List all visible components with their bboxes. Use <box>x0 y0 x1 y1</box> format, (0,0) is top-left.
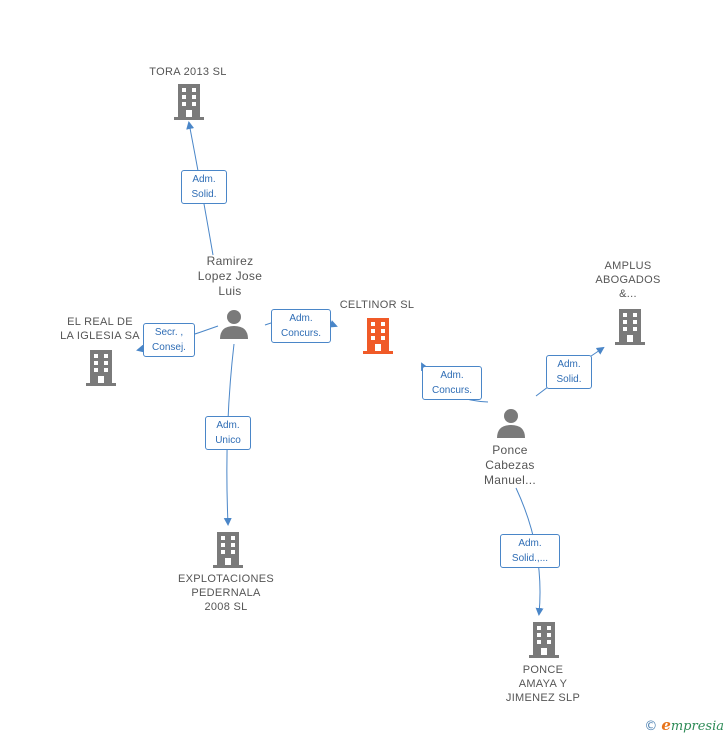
label-line: Ramirez <box>206 254 254 268</box>
label-line: AMAYA Y <box>518 678 568 690</box>
label-line: ABOGADOS <box>595 274 661 286</box>
edge-label-line: Adm. <box>192 174 216 185</box>
label-line: 2008 SL <box>204 601 248 613</box>
edge-label-ramirez-celtinor[interactable]: Adm. Concurs. <box>271 309 331 343</box>
edge-label-line: Adm. <box>289 313 313 324</box>
building-icon[interactable] <box>213 532 243 568</box>
edge-label-line: Adm. <box>216 420 240 431</box>
label-line: Luis <box>218 284 242 298</box>
label-line: TORA 2013 SL <box>149 66 227 78</box>
label-line: LA IGLESIA SA <box>60 330 140 342</box>
edge-label-line: Secr. , <box>154 327 184 338</box>
edge-label-ponce-ponce-amaya[interactable]: Adm. Solid.,... <box>500 534 560 568</box>
edge-label-line: Adm. <box>557 359 581 370</box>
label-line: EXPLOTACIONES <box>178 573 274 585</box>
building-icon[interactable] <box>529 622 559 658</box>
copyright-symbol: © <box>644 719 658 734</box>
person-icon[interactable] <box>220 309 248 339</box>
edge-label-line: Consej. <box>152 342 186 353</box>
edge-label-ponce-celtinor[interactable]: Adm. Concurs. <box>422 366 482 400</box>
edge-label-line: Solid. <box>556 374 582 385</box>
label-line: &... <box>619 288 637 300</box>
edge-label-line: Solid. <box>191 189 217 200</box>
edge-label-line: Unico <box>215 435 241 446</box>
node-label-ponce-amaya[interactable]: PONCE AMAYA Y JIMENEZ SLP <box>488 663 598 705</box>
label-line: Ponce <box>492 443 528 457</box>
node-label-ponce-person[interactable]: Ponce Cabezas Manuel... <box>465 443 555 488</box>
edge-label-line: Concurs. <box>280 328 321 339</box>
brand-name: mpresia <box>670 719 724 734</box>
label-line: Lopez Jose <box>197 269 263 283</box>
node-label-amplus[interactable]: AMPLUS ABOGADOS &... <box>578 259 678 301</box>
building-icon[interactable] <box>615 309 645 345</box>
node-label-explotaciones[interactable]: EXPLOTACIONES PEDERNALA 2008 SL <box>166 572 286 614</box>
edge-label-line: Concurs. <box>431 385 472 396</box>
node-label-tora[interactable]: TORA 2013 SL <box>128 65 248 79</box>
edge-label-ramirez-explotaciones[interactable]: Adm. Unico <box>205 416 251 450</box>
edge-label-line: Adm. <box>440 370 464 381</box>
label-line: PEDERNALA <box>191 587 261 599</box>
node-label-celtinor[interactable]: CELTINOR SL <box>322 298 432 312</box>
label-line: AMPLUS <box>604 260 652 272</box>
building-icon-focus[interactable] <box>363 318 393 354</box>
edge-label-line: Solid.,... <box>511 553 549 564</box>
building-icon[interactable] <box>174 84 204 120</box>
brand-initial: e <box>661 716 671 734</box>
label-line: EL REAL DE <box>67 316 133 328</box>
label-line: Manuel... <box>483 473 537 487</box>
edge-label-ponce-amplus[interactable]: Adm. Solid. <box>546 355 592 389</box>
node-label-ramirez[interactable]: Ramirez Lopez Jose Luis <box>180 254 280 299</box>
edge-label-ramirez-el-real[interactable]: Secr. , Consej. <box>143 323 195 357</box>
edge-label-line: Adm. <box>518 538 542 549</box>
brand-footer[interactable]: ©empresia <box>644 716 724 734</box>
person-icon[interactable] <box>497 408 525 438</box>
edge-label-ramirez-tora[interactable]: Adm. Solid. <box>181 170 227 204</box>
node-label-el-real[interactable]: EL REAL DE LA IGLESIA SA <box>48 315 152 343</box>
label-line: PONCE <box>522 664 564 676</box>
label-line: Cabezas <box>485 458 535 472</box>
building-icon[interactable] <box>86 350 116 386</box>
label-line: CELTINOR SL <box>339 299 415 311</box>
label-line: JIMENEZ SLP <box>505 692 581 704</box>
